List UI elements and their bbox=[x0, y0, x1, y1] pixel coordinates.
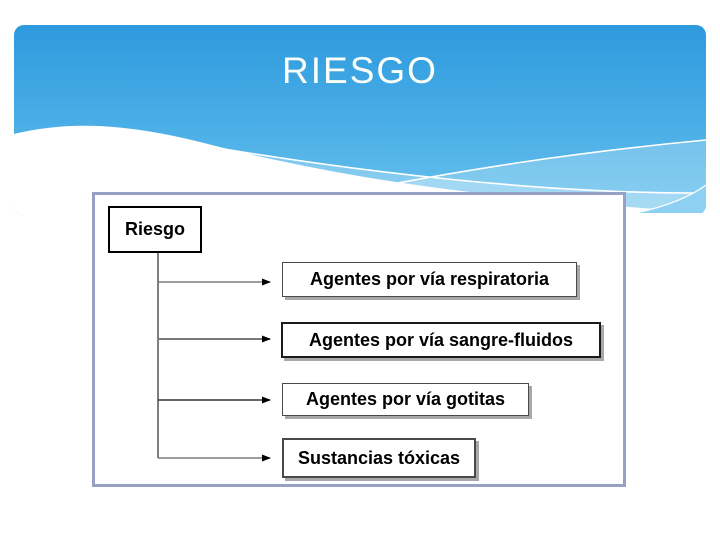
diagram-node-respiratoria: Agentes por vía respiratoria bbox=[282, 262, 577, 297]
diagram-node-gotitas: Agentes por vía gotitas bbox=[282, 383, 529, 416]
page-title: RIESGO bbox=[282, 50, 438, 91]
diagram-node-sangre-fluidos: Agentes por vía sangre-fluidos bbox=[281, 322, 601, 358]
diagram-node-riesgo: Riesgo bbox=[108, 206, 202, 253]
diagram-node-sustancias-toxicas: Sustancias tóxicas bbox=[282, 438, 476, 478]
